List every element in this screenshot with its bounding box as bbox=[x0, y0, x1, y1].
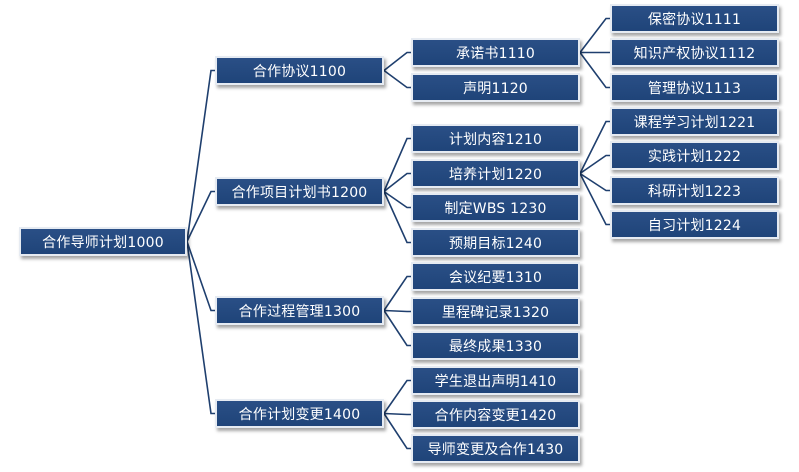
node-1112: 知识产权协议1112 bbox=[610, 38, 779, 67]
node-1224: 自习计划1224 bbox=[610, 210, 779, 239]
connector-n1110-n1113 bbox=[579, 52, 610, 89]
node-1240: 预期目标1240 bbox=[411, 228, 580, 257]
node-1300: 合作过程管理1300 bbox=[215, 296, 384, 325]
connector-n1200-n1210 bbox=[383, 137, 411, 192]
node-1420: 合作内容变更1420 bbox=[411, 400, 580, 429]
connector-n1100-n1120 bbox=[383, 69, 411, 89]
node-1200: 合作项目计划书1200 bbox=[215, 177, 384, 206]
connector-n1220-n1224 bbox=[579, 173, 610, 226]
node-1110: 承诺书1110 bbox=[411, 38, 580, 67]
node-1223: 科研计划1223 bbox=[610, 176, 779, 205]
node-1330: 最终成果1330 bbox=[411, 331, 580, 360]
node-1221: 课程学习计划1221 bbox=[610, 107, 779, 136]
connector-n1220-n1223 bbox=[579, 172, 610, 192]
connector-root-n1200 bbox=[186, 190, 215, 242]
connector-n1400-n1430 bbox=[383, 413, 411, 450]
node-1100: 合作协议1100 bbox=[215, 56, 384, 85]
connector-root-n1100 bbox=[186, 69, 215, 242]
connector-n1400-n1410 bbox=[383, 379, 411, 414]
connector-n1200-n1230 bbox=[383, 190, 411, 209]
node-1222: 实践计划1222 bbox=[610, 141, 779, 170]
node-1113: 管理协议1113 bbox=[610, 73, 779, 102]
node-1400: 合作计划变更1400 bbox=[215, 399, 384, 428]
connector-n1300-n1310 bbox=[383, 275, 411, 311]
connector-n1200-n1240 bbox=[383, 191, 411, 244]
connector-n1220-n1221 bbox=[579, 120, 610, 174]
connector-root-n1300 bbox=[186, 241, 215, 312]
node-1320: 里程碑记录1320 bbox=[411, 297, 580, 326]
node-1430: 导师变更及合作1430 bbox=[411, 434, 580, 463]
node-1220: 培养计划1220 bbox=[411, 159, 580, 188]
connector-n1100-n1110 bbox=[383, 51, 411, 72]
connector-n1300-n1330 bbox=[383, 310, 411, 347]
node-1000: 合作导师计划1000 bbox=[19, 227, 187, 256]
connector-n1220-n1222 bbox=[579, 154, 610, 175]
connector-n1110-n1111 bbox=[579, 17, 610, 53]
connector-n1400-n1420 bbox=[383, 412, 411, 416]
connector-n1200-n1220 bbox=[383, 172, 411, 193]
connector-root-n1400 bbox=[186, 241, 215, 415]
node-1410: 学生退出声明1410 bbox=[411, 366, 580, 395]
node-1111: 保密协议1111 bbox=[610, 4, 779, 33]
node-1120: 声明1120 bbox=[411, 73, 580, 102]
node-1210: 计划内容1210 bbox=[411, 124, 580, 153]
connector-n1300-n1320 bbox=[383, 309, 411, 313]
node-1310: 会议纪要1310 bbox=[411, 262, 580, 291]
node-1230: 制定WBS 1230 bbox=[411, 193, 580, 222]
